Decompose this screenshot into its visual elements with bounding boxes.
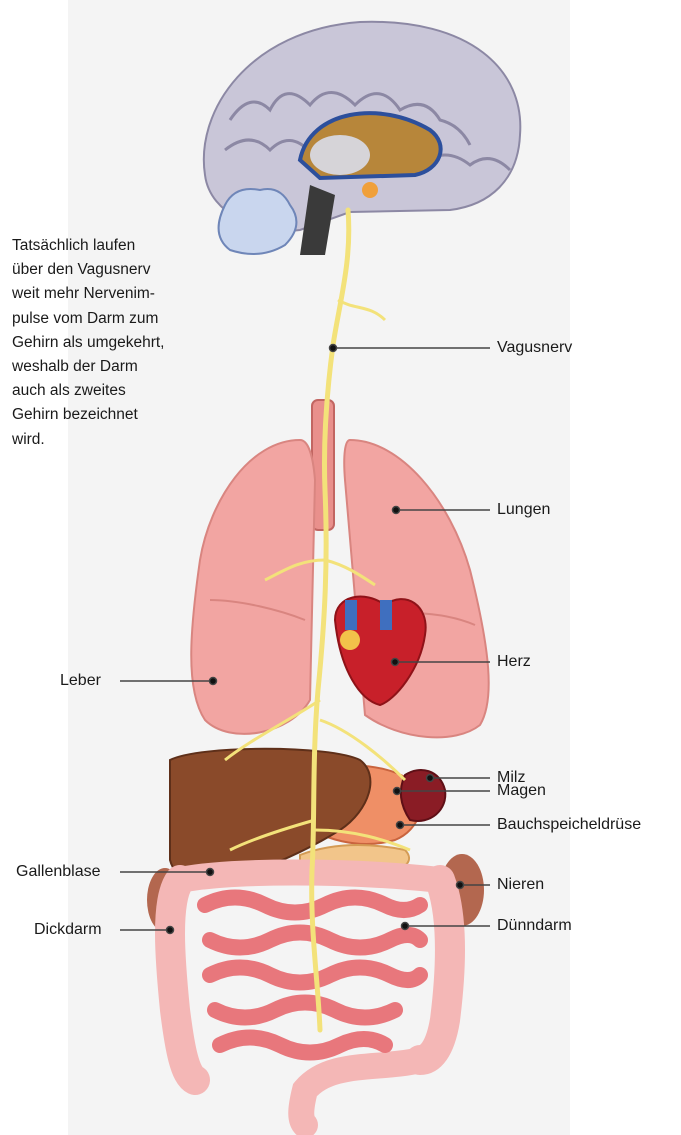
brain-icon: [204, 22, 520, 255]
intro-line: Gehirn als umgekehrt,: [12, 331, 212, 355]
label-lungen: Lungen: [497, 501, 550, 519]
intro-line: auch als zweites: [12, 379, 212, 403]
lungs-icon: [191, 440, 488, 737]
label-gallenblase: Gallenblase: [16, 863, 101, 881]
intro-line: Gehirn bezeichnet: [12, 403, 212, 427]
label-leber: Leber: [60, 672, 101, 690]
intro-line: weit mehr Nervenim-: [12, 282, 212, 306]
intro-line: Tatsächlich laufen: [12, 234, 212, 258]
intro-line: pulse vom Darm zum: [12, 307, 212, 331]
label-duenndarm: Dünndarm: [497, 917, 572, 935]
intro-line: über den Vagusnerv: [12, 258, 212, 282]
intro-paragraph: Tatsächlich laufen über den Vagusnerv we…: [12, 234, 212, 452]
intro-line: weshalb der Darm: [12, 355, 212, 379]
label-vagusnerv: Vagusnerv: [497, 339, 572, 357]
label-bauchspeicheldruese: Bauchspeicheldrüse: [497, 816, 641, 834]
label-nieren: Nieren: [497, 876, 544, 894]
label-magen: Magen: [497, 782, 546, 800]
label-herz: Herz: [497, 653, 531, 671]
label-dickdarm: Dickdarm: [34, 921, 102, 939]
intro-line: wird.: [12, 428, 212, 452]
leader-vagusnerv: [330, 345, 491, 352]
